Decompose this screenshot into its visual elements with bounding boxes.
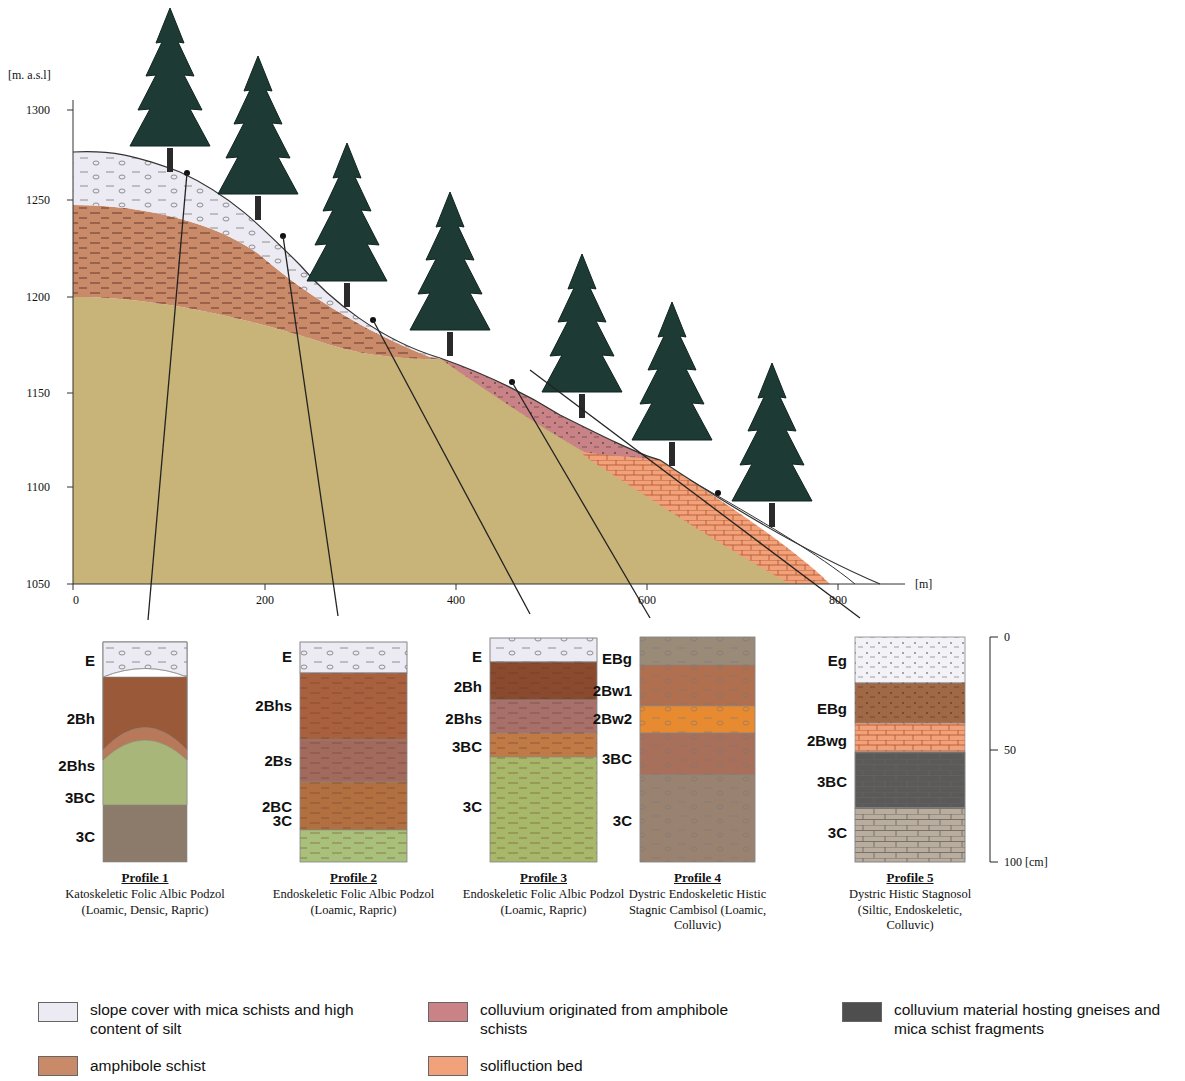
legend-swatch xyxy=(428,1002,468,1022)
scale-label: 0 xyxy=(1004,630,1010,645)
soil-classification: Endoskeletic Folic Albic Podzol (Loamic,… xyxy=(459,887,629,918)
horizon-label: 2Bw1 xyxy=(593,682,632,699)
axis-label: 400 xyxy=(447,593,465,608)
axis-label: 1200 xyxy=(26,290,50,305)
profile-title: Profile 3 xyxy=(520,870,567,886)
horizon-label: 2Bhs xyxy=(58,757,95,774)
legend-swatch xyxy=(38,1056,78,1076)
soil-profile: E2Bh2Bhs3BC3CProfile 1Katoskeletic Folic… xyxy=(40,630,210,940)
soil-classification: Endoskeletic Folic Albic Podzol (Loamic,… xyxy=(266,887,441,918)
soil-profile: EgEBg2Bwg3BC3CProfile 5Dystric Histic St… xyxy=(800,630,980,940)
legend-text: slope cover with mica schists and high c… xyxy=(90,1001,360,1038)
legend-swatch xyxy=(842,1002,882,1022)
axis-label: 600 xyxy=(638,593,656,608)
axis-label: 1100 xyxy=(26,480,50,495)
horizon-label: 3C xyxy=(76,828,95,845)
axis-label: 1050 xyxy=(26,577,50,592)
horizon-label: 2Bhs xyxy=(445,710,482,727)
legend-text: amphibole schist xyxy=(90,1057,360,1076)
horizon-label: 2Bh xyxy=(67,710,95,727)
legend-swatch xyxy=(38,1002,78,1022)
horizon-label: Eg xyxy=(828,652,847,669)
horizon-label: 3C xyxy=(613,812,632,829)
horizon-label: EBg xyxy=(602,650,632,667)
axis-label: 200 xyxy=(256,593,274,608)
soil-profile: EBg2Bw12Bw23BC3CProfile 4Dystric Endoske… xyxy=(582,630,772,940)
legend-text: solifluction bed xyxy=(480,1057,750,1076)
axis-label: 800 xyxy=(829,593,847,608)
soil-profile: E2Bhs2Bs2BC3CProfile 2Endoskeletic Folic… xyxy=(235,630,420,940)
horizon-label: 2Bh xyxy=(454,678,482,695)
axis-label: 1300 xyxy=(26,103,50,118)
horizon-label: EBg xyxy=(817,700,847,717)
axis-label: [m. a.s.l] xyxy=(8,68,51,83)
horizon-label: 3BC xyxy=(817,773,847,790)
soil-classification: Dystric Histic Stagnosol (Siltic, Endosk… xyxy=(835,887,985,934)
legend-text: colluvium originated from amphibole schi… xyxy=(480,1001,750,1038)
horizon-label: 2Bs xyxy=(264,752,292,769)
horizon-label: 2Bwg xyxy=(807,732,847,749)
profile-title: Profile 1 xyxy=(121,870,168,886)
profile-title: Profile 4 xyxy=(674,870,721,886)
horizon-label: 3C xyxy=(273,812,292,829)
axis-label: 1150 xyxy=(26,386,50,401)
axis-label: 0 xyxy=(73,593,79,608)
horizon-label: 2Bhs xyxy=(255,697,292,714)
horizon-label: E xyxy=(472,648,482,665)
soil-profile: E2Bh2Bhs3BC3CProfile 3Endoskeletic Folic… xyxy=(428,630,608,940)
horizon-label: 3BC xyxy=(65,789,95,806)
legend-text: colluvium material hosting gneises and m… xyxy=(894,1001,1184,1038)
soil-classification: Dystric Endoskeletic Histic Stagnic Camb… xyxy=(610,887,785,934)
horizon-label: 3BC xyxy=(452,738,482,755)
axis-label: 1250 xyxy=(26,193,50,208)
legend-swatch xyxy=(428,1056,468,1076)
horizon-label: 3C xyxy=(463,798,482,815)
profile-title: Profile 5 xyxy=(886,870,933,886)
horizon-label: E xyxy=(85,652,95,669)
scale-label: 50 xyxy=(1004,743,1016,758)
horizon-label: E xyxy=(282,648,292,665)
soil-classification: Katoskeletic Folic Albic Podzol (Loamic,… xyxy=(63,887,228,918)
profile-title: Profile 2 xyxy=(330,870,377,886)
scale-label: 100 [cm] xyxy=(1004,855,1048,870)
horizon-label: 3BC xyxy=(602,750,632,767)
horizon-label: 3C xyxy=(828,824,847,841)
horizon-label: 2Bw2 xyxy=(593,710,632,727)
axis-label: [m] xyxy=(915,577,932,592)
